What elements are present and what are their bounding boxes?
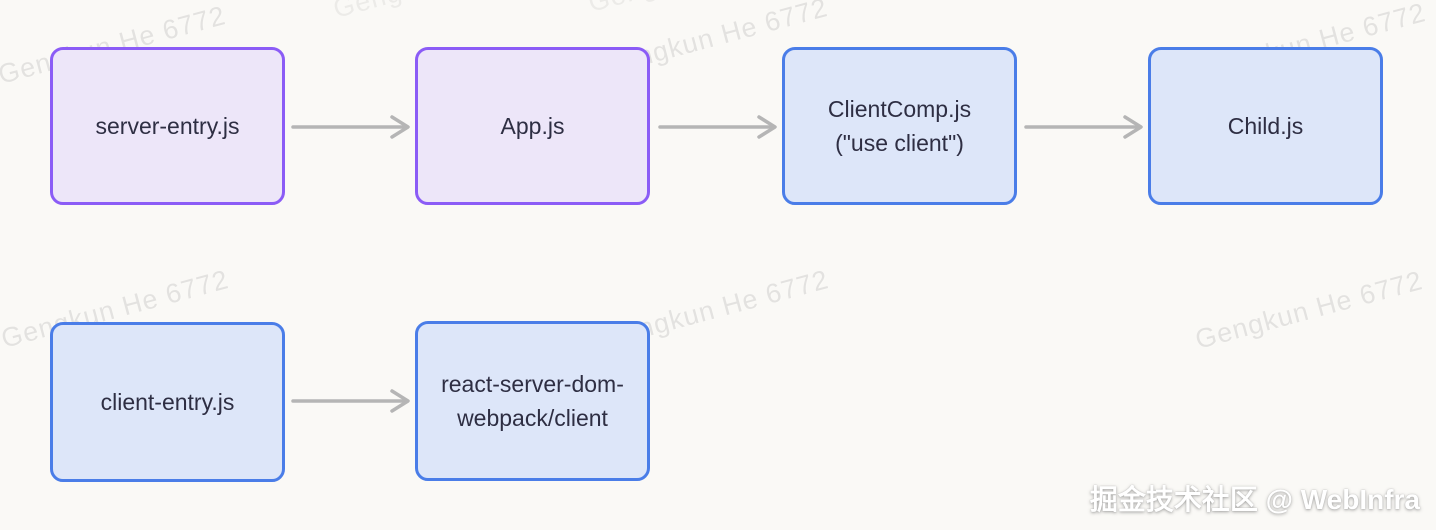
node-app: App.js (415, 47, 650, 205)
node-child: Child.js (1148, 47, 1383, 205)
arrow-right-icon (291, 388, 413, 414)
node-server-entry: server-entry.js (50, 47, 285, 205)
credit-watermark: 掘金技术社区 @ WebInfra (1089, 484, 1420, 515)
node-label: Child.js (1227, 113, 1304, 139)
node-label: server-entry.js (95, 113, 240, 139)
arrow-right-icon (1024, 114, 1146, 140)
node-client-entry: client-entry.js (50, 322, 285, 482)
node-label-line2: ("use client") (835, 130, 964, 156)
node-label: App.js (500, 113, 565, 139)
watermark-text: Gengkun He 6772 (330, 0, 564, 25)
node-label: client-entry.js (100, 389, 235, 415)
arrow-right-icon (291, 114, 413, 140)
node-rsdw-client: react-server-dom- webpack/client (415, 321, 650, 481)
watermark-text: Gengkun He 6772 (1191, 265, 1426, 355)
node-label-line1: ClientComp.js (827, 96, 972, 122)
node-label-line2: webpack/client (457, 405, 608, 431)
node-client-comp: ClientComp.js ("use client") (782, 47, 1017, 205)
node-label-line1: react-server-dom- (441, 371, 624, 397)
watermark-text: Gengkun He 6772 (585, 0, 819, 19)
arrow-right-icon (658, 114, 780, 140)
